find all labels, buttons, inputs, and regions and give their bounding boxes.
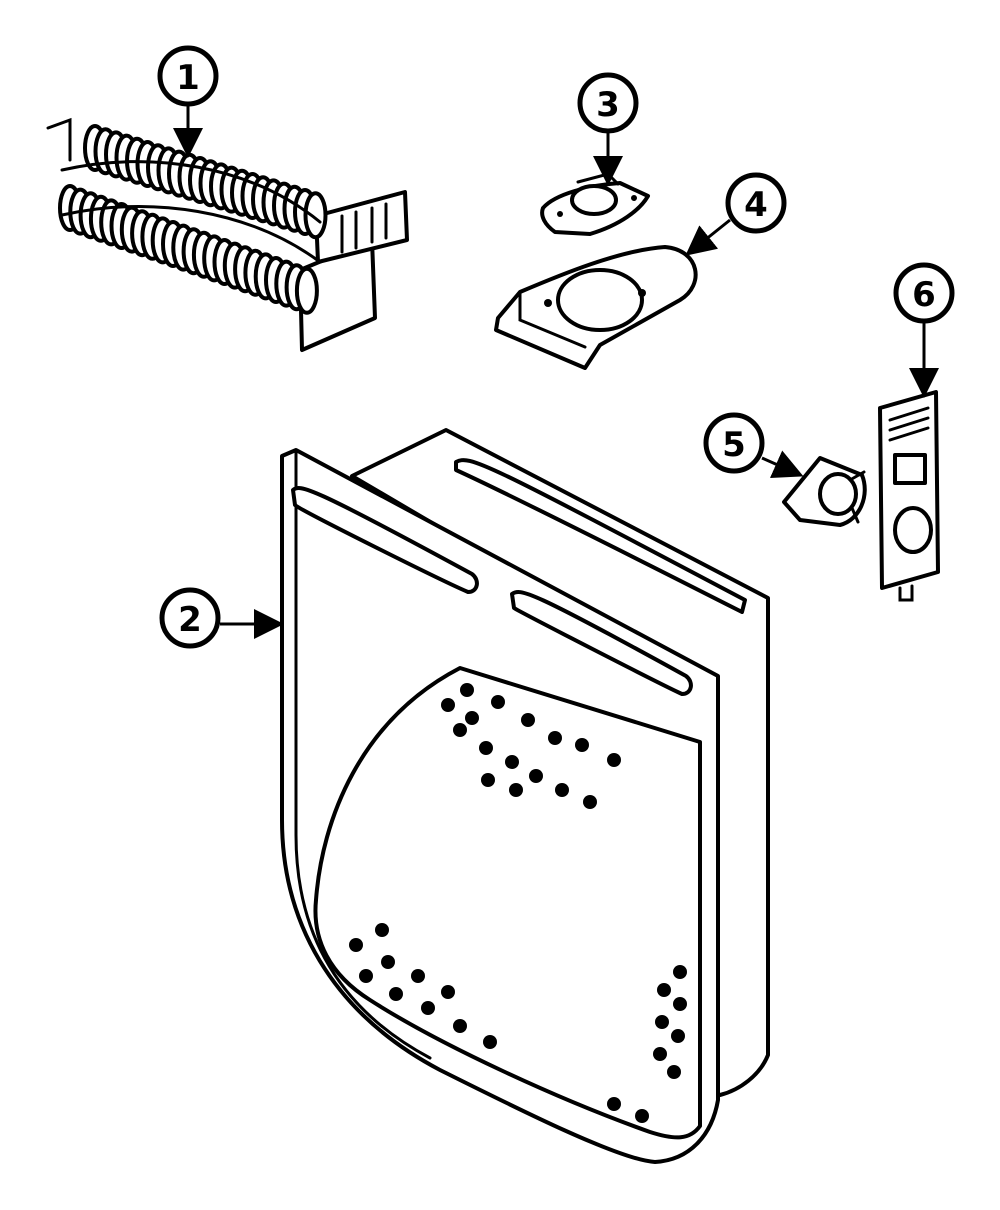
perforation-hole — [671, 1029, 685, 1043]
perforation-hole — [479, 741, 493, 755]
coil-loop — [294, 266, 319, 315]
housing-part — [280, 428, 770, 1164]
perforation-hole — [389, 987, 403, 1001]
leader-line-4 — [685, 218, 731, 256]
thermostat-part — [540, 172, 650, 236]
perforation-hole — [607, 1097, 621, 1111]
callout-5-label: 5 — [722, 425, 746, 465]
perforation-holes — [349, 683, 687, 1123]
coil-loop — [303, 191, 328, 240]
callout-6: 6 — [893, 262, 955, 324]
perforation-hole — [583, 795, 597, 809]
perforation-hole — [673, 965, 687, 979]
callout-4: 4 — [725, 172, 787, 234]
leader-line-5 — [761, 450, 804, 478]
perforation-hole — [653, 1047, 667, 1061]
callout-5: 5 — [703, 412, 765, 474]
perforation-hole — [381, 955, 395, 969]
perforation-hole — [375, 923, 389, 937]
perforation-hole — [441, 985, 455, 999]
perforation-hole — [555, 783, 569, 797]
perforation-hole — [411, 969, 425, 983]
perforation-hole — [673, 997, 687, 1011]
perforation-hole — [453, 1019, 467, 1033]
coil-lower-row — [58, 184, 319, 315]
heating-element-part — [46, 117, 409, 352]
sensor-part — [782, 456, 867, 527]
perforation-hole — [441, 698, 455, 712]
perforation-hole — [505, 755, 519, 769]
terminal-panel-part — [878, 390, 940, 602]
callout-6-label: 6 — [912, 275, 936, 315]
perforation-hole — [529, 769, 543, 783]
perforation-hole — [509, 783, 523, 797]
perforation-hole — [465, 711, 479, 725]
perforation-hole — [655, 1015, 669, 1029]
bracket-plate-part — [494, 245, 698, 370]
perforation-hole — [483, 1035, 497, 1049]
leader-lines — [173, 106, 939, 639]
callout-1: 1 — [157, 45, 219, 107]
perforation-hole — [359, 969, 373, 983]
perforation-hole — [657, 983, 671, 997]
callout-2: 2 — [159, 587, 221, 649]
perforation-hole — [460, 683, 474, 697]
perforation-hole — [421, 1001, 435, 1015]
perforation-hole — [481, 773, 495, 787]
callout-3-label: 3 — [596, 85, 620, 125]
perforation-hole — [548, 731, 562, 745]
callout-2-label: 2 — [178, 600, 202, 640]
perforation-hole — [521, 713, 535, 727]
perforation-hole — [635, 1109, 649, 1123]
perforation-hole — [575, 738, 589, 752]
perforation-hole — [453, 723, 467, 737]
callout-1-label: 1 — [176, 58, 200, 98]
perforation-hole — [491, 695, 505, 709]
perforation-hole — [349, 938, 363, 952]
callout-4-label: 4 — [744, 185, 768, 225]
perforation-hole — [607, 753, 621, 767]
perforation-hole — [667, 1065, 681, 1079]
callout-3: 3 — [577, 72, 639, 134]
